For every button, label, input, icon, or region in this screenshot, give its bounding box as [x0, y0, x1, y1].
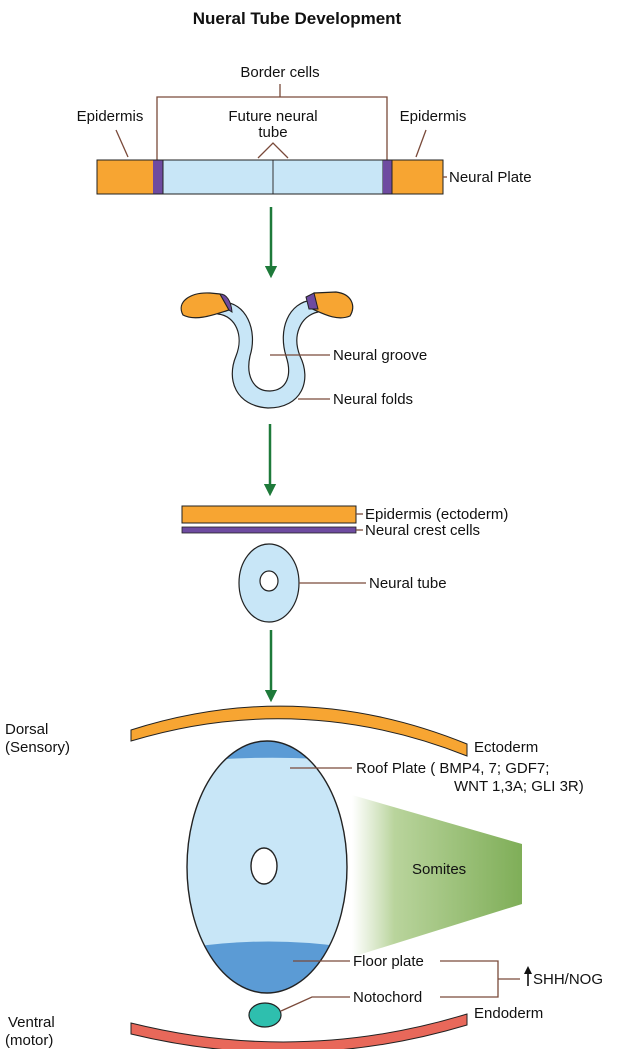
somites-label: Somites: [412, 861, 466, 878]
roof-plate-label-line2: WNT 1,3A; GLI 3R): [454, 778, 584, 795]
border-cells-right: [383, 160, 392, 194]
ectoderm-arc: [131, 706, 467, 756]
neural-tube-lumen: [260, 571, 278, 591]
notochord-leader: [281, 997, 350, 1011]
stage-neural-tube: Epidermis (ectoderm) Neural crest cells …: [182, 506, 508, 622]
stage-neural-groove: Neural groove Neural folds: [181, 292, 427, 408]
neural-fold-body: [218, 300, 318, 408]
future-neural-tube-leader: [258, 143, 288, 158]
notochord-label: Notochord: [353, 989, 422, 1006]
epidermis-left-leader: [116, 130, 128, 157]
up-arrow-icon: [524, 966, 532, 986]
ectoderm-label: Ectoderm: [474, 739, 538, 756]
neural-plate-label: Neural Plate: [449, 169, 532, 186]
epidermis-ectoderm-band: [182, 506, 356, 523]
epidermis-right-label: Epidermis: [400, 108, 467, 125]
epidermis-left-block: [97, 160, 155, 194]
notochord-shape: [249, 1003, 281, 1027]
future-neural-tube-label-line1: Future neural: [228, 108, 317, 125]
epidermis-ectoderm-label: Epidermis (ectoderm): [365, 506, 508, 523]
epidermis-right-leader: [416, 130, 426, 157]
stage-neural-plate: Border cells Epidermis Epidermis Future …: [77, 64, 532, 194]
floor-plate-label: Floor plate: [353, 953, 424, 970]
dorsal-label-line1: Dorsal: [5, 721, 48, 738]
neural-crest-label: Neural crest cells: [365, 522, 480, 539]
diagram-title: Nueral Tube Development: [193, 9, 402, 28]
shh-nog-label: SHH/NOG: [533, 971, 603, 988]
neural-folds-label: Neural folds: [333, 391, 413, 408]
ventral-label-line1: Ventral: [8, 1014, 55, 1031]
epidermis-left-label: Epidermis: [77, 108, 144, 125]
roof-plate-label-line1: Roof Plate ( BMP4, 7; GDF7;: [356, 760, 549, 777]
border-cells-left: [153, 160, 163, 194]
future-neural-tube-label-line2: tube: [258, 124, 287, 141]
neural-tube-label: Neural tube: [369, 575, 447, 592]
dorsal-label-line2: (Sensory): [5, 739, 70, 756]
neural-groove-label: Neural groove: [333, 347, 427, 364]
endoderm-arc: [131, 1014, 467, 1049]
border-cells-label: Border cells: [240, 64, 319, 81]
ventral-label-line2: (motor): [5, 1032, 53, 1049]
stage-cross-section: Dorsal (Sensory) Ectoderm Somites Roof P…: [5, 706, 603, 1049]
shh-bracket: [440, 961, 498, 997]
central-canal: [251, 848, 277, 884]
endoderm-label: Endoderm: [474, 1005, 543, 1022]
neural-crest-band: [182, 527, 356, 533]
epidermis-right-block: [392, 160, 443, 194]
